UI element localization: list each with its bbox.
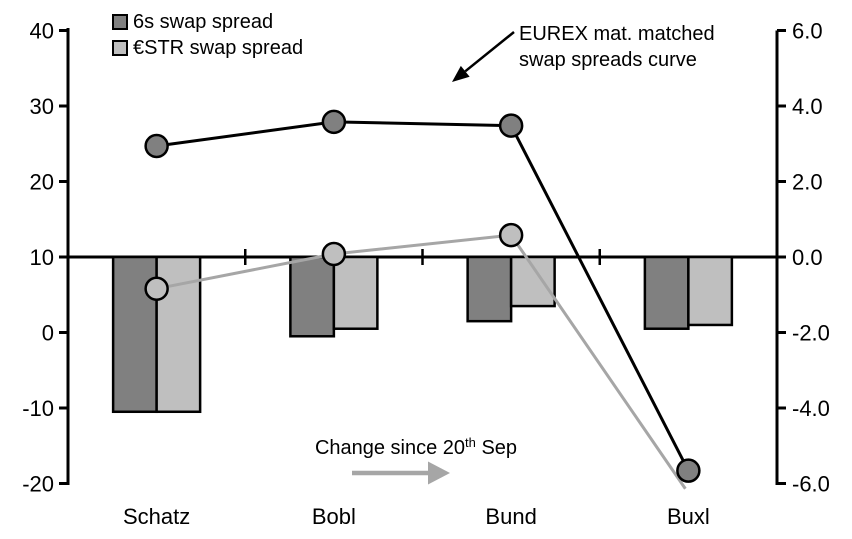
left-axis-tick-label: 10 bbox=[30, 245, 54, 270]
bar-6s-bund bbox=[466, 255, 513, 323]
left-axis-tick-label: 20 bbox=[30, 170, 54, 195]
legend-swatch-6s bbox=[112, 14, 128, 30]
6s-marker-bund bbox=[498, 113, 524, 138]
left-axis-tick-label: -20 bbox=[22, 472, 54, 497]
bar-6s-buxl bbox=[643, 255, 690, 330]
estr-marker-bund bbox=[498, 222, 524, 248]
legend-label-6s: 6s swap spread bbox=[133, 11, 273, 33]
legend-swatch-estr bbox=[112, 40, 128, 56]
estr-spread-line bbox=[156, 233, 687, 490]
category-label-bobl: Bobl bbox=[312, 504, 356, 529]
category-label-buxl: Buxl bbox=[667, 504, 710, 529]
change-annotation-arrow-head bbox=[428, 461, 450, 485]
bar-estr-buxl bbox=[687, 255, 734, 327]
curve-annotation-arrow-head bbox=[452, 65, 470, 82]
legend-label-estr: €STR swap spread bbox=[133, 37, 303, 59]
left-axis-tick-label: 0 bbox=[42, 321, 54, 346]
right-axis-tick-label: -2.0 bbox=[792, 321, 830, 346]
6s-marker-buxl bbox=[676, 458, 701, 483]
left-axis-tick-label: 40 bbox=[30, 19, 54, 44]
category-label-bund: Bund bbox=[485, 504, 536, 529]
left-axis-tick-label: 30 bbox=[30, 94, 54, 119]
curve-annotation-arrow-shaft bbox=[464, 31, 515, 73]
right-axis-tick-label: 0.0 bbox=[792, 245, 823, 270]
bar-6s-bobl bbox=[289, 255, 336, 338]
bar-estr-bobl bbox=[332, 255, 379, 330]
right-axis-tick-label: -6.0 bbox=[792, 472, 830, 497]
category-label-schatz: Schatz bbox=[123, 504, 190, 529]
curve-annotation-line1: EUREX mat. matched bbox=[519, 23, 715, 45]
estr-marker-schatz bbox=[144, 276, 169, 301]
6s-marker-bobl bbox=[321, 109, 347, 135]
left-axis-tick-label: -10 bbox=[22, 396, 54, 421]
6s-spread-line bbox=[156, 120, 690, 472]
curve-annotation-line2: swap spreads curve bbox=[519, 49, 697, 71]
right-axis-tick-label: 6.0 bbox=[792, 19, 823, 44]
right-axis-tick-label: -4.0 bbox=[792, 396, 830, 421]
change-annotation-label: Change since 20th Sep bbox=[315, 435, 517, 459]
estr-marker-bobl bbox=[321, 241, 347, 267]
6s-marker-schatz bbox=[144, 133, 169, 159]
right-axis-tick-label: 4.0 bbox=[792, 94, 823, 119]
right-axis-tick-label: 2.0 bbox=[792, 170, 823, 195]
